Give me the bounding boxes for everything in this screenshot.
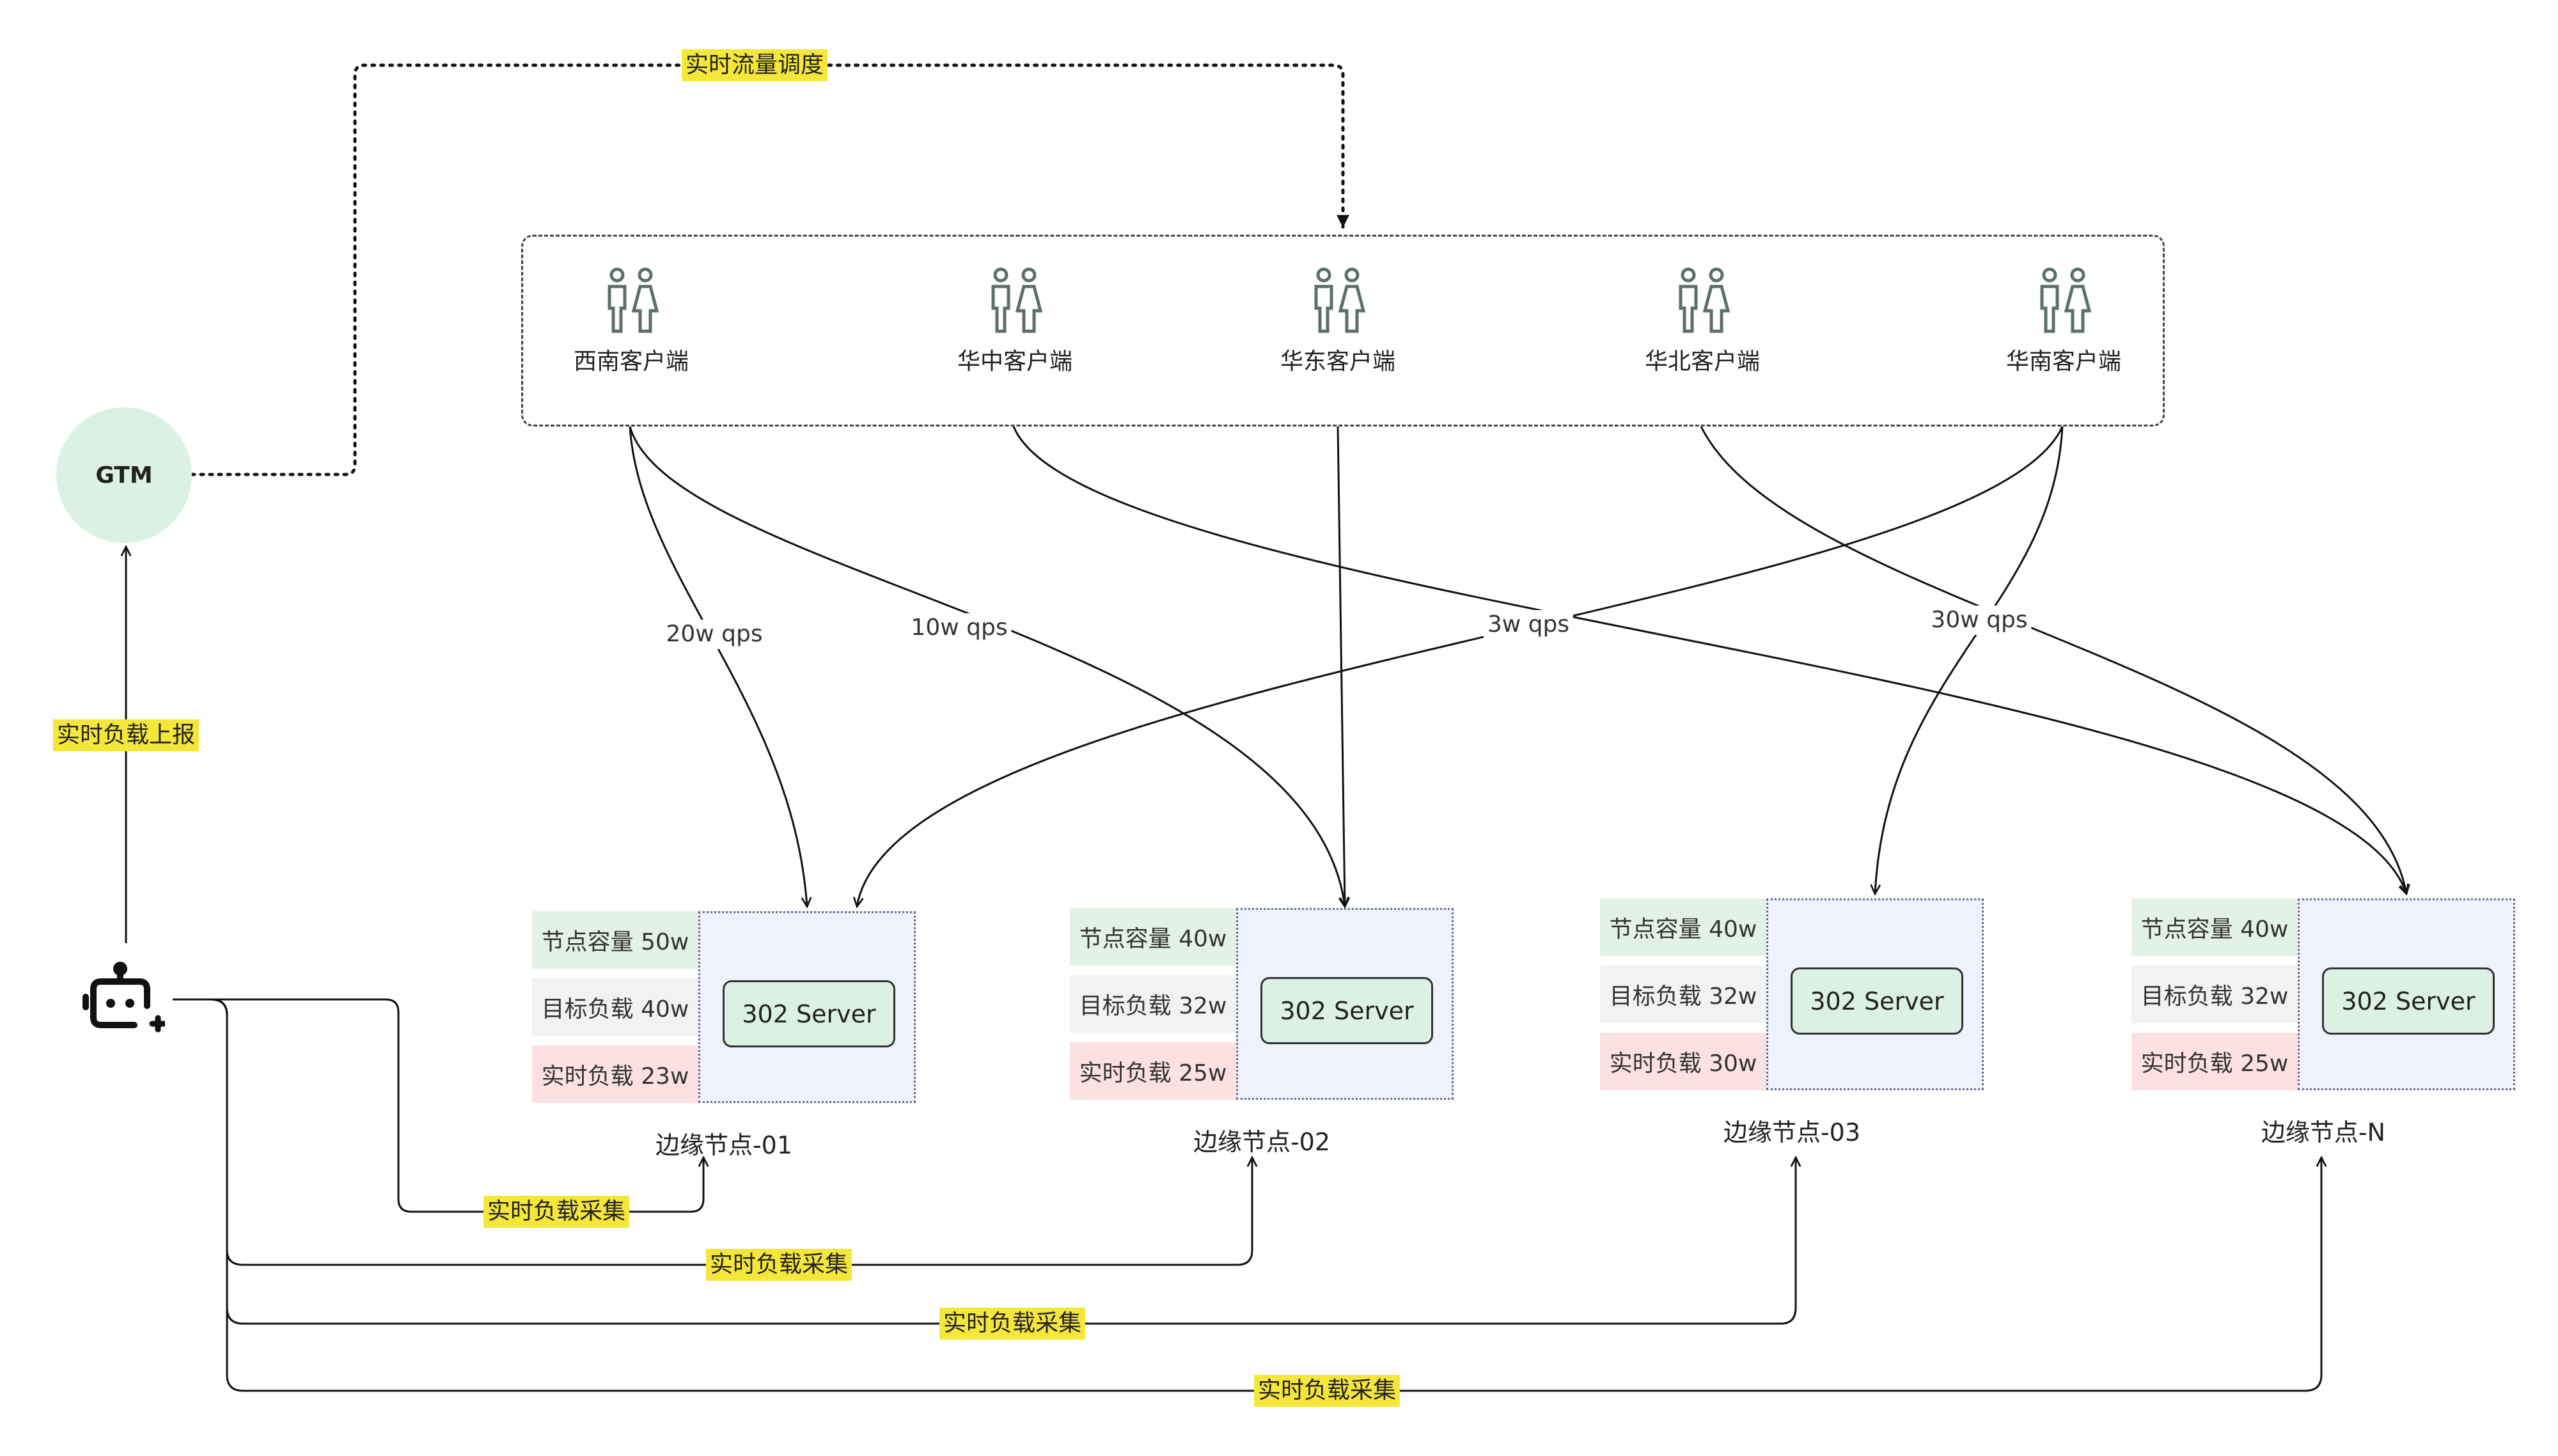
node-name: 边缘节点-01	[655, 1131, 793, 1159]
users-icon	[2040, 267, 2092, 333]
qps-label: 10w qps	[907, 613, 1012, 643]
monitor-bot-icon	[82, 962, 165, 1033]
client-label: 西南客户端	[573, 348, 689, 375]
dispatch-connector	[190, 63, 1349, 476]
traffic-central-to-nodeN	[1012, 426, 2406, 894]
client-north: 华北客户端	[1645, 267, 1760, 376]
node-capacity: 节点容量 40w	[1070, 908, 1236, 966]
node-target-load: 目标负载 40w	[532, 978, 698, 1036]
server-panel: 302 Server	[698, 911, 916, 1103]
collect-connector-4	[173, 998, 2321, 1392]
client-label: 华北客户端	[1644, 348, 1761, 375]
users-icon	[1679, 267, 1730, 333]
collect-connector-3	[173, 998, 1796, 1325]
traffic-east-to-node02	[1337, 426, 1345, 907]
client-group-box	[521, 235, 2165, 427]
server-302: 302 Server	[1791, 967, 1963, 1035]
collect-connector-1	[173, 998, 703, 1213]
collect-label: 实时负载采集	[1253, 1375, 1401, 1407]
server-302: 302 Server	[2322, 967, 2495, 1035]
traffic-south-to-node01	[857, 426, 2064, 907]
collect-label: 实时负载采集	[705, 1249, 852, 1281]
node-target-load: 目标负载 32w	[1600, 966, 1766, 1023]
client-central: 华中客户端	[957, 267, 1072, 376]
users-icon	[991, 267, 1043, 333]
traffic-southwest-to-node01	[629, 426, 807, 907]
collect-label: 实时负载采集	[483, 1196, 630, 1228]
node-name: 边缘节点-N	[2261, 1118, 2386, 1147]
report-label: 实时负载上报	[52, 719, 200, 751]
node-name: 边缘节点-03	[1723, 1118, 1861, 1147]
node-live-load: 实时负载 23w	[532, 1045, 698, 1103]
users-icon	[1314, 267, 1366, 333]
node-capacity: 节点容量 40w	[2131, 898, 2298, 956]
server-302: 302 Server	[1260, 977, 1433, 1044]
traffic-south-to-node03	[1875, 426, 2064, 894]
client-east: 华东客户端	[1280, 267, 1395, 376]
collect-label: 实时负载采集	[939, 1308, 1086, 1340]
node-target-load: 目标负载 32w	[2131, 966, 2298, 1023]
client-label: 华南客户端	[2005, 348, 2122, 375]
client-label: 华中客户端	[957, 348, 1073, 375]
node-live-load: 实时负载 30w	[1600, 1033, 1766, 1090]
server-panel: 302 Server	[1236, 908, 1454, 1100]
server-panel: 302 Server	[1766, 898, 1984, 1090]
qps-label: 20w qps	[662, 620, 767, 649]
gtm-node: GTM	[56, 407, 192, 543]
traffic-southwest-to-node02	[629, 426, 1345, 907]
dispatch-label: 实时流量调度	[681, 49, 828, 81]
client-southwest: 西南客户端	[574, 267, 689, 376]
node-target-load: 目标负载 32w	[1070, 975, 1236, 1033]
node-live-load: 实时负载 25w	[1070, 1042, 1236, 1100]
server-302: 302 Server	[723, 980, 895, 1047]
users-icon	[608, 267, 659, 333]
qps-label: 30w qps	[1927, 606, 2032, 635]
server-panel: 302 Server	[2298, 898, 2515, 1090]
node-name: 边缘节点-02	[1193, 1128, 1331, 1156]
client-south: 华南客户端	[2006, 267, 2121, 376]
node-live-load: 实时负载 25w	[2131, 1033, 2298, 1090]
client-label: 华东客户端	[1280, 348, 1396, 375]
qps-label: 3w qps	[1483, 610, 1574, 639]
node-capacity: 节点容量 40w	[1600, 898, 1766, 956]
node-capacity: 节点容量 50w	[532, 911, 698, 969]
traffic-north-to-nodeN	[1700, 426, 2406, 894]
gtm-label: GTM	[95, 462, 153, 489]
